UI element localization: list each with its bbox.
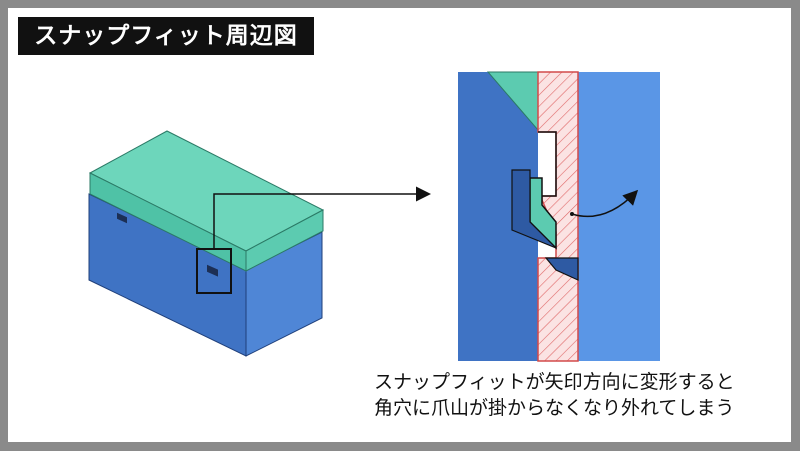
lid-right-band <box>245 209 324 272</box>
housing-box <box>88 130 325 357</box>
pivot-dot <box>570 212 574 216</box>
snap-arm-outline <box>538 131 557 197</box>
deformation-arrow <box>571 189 639 218</box>
hole-lower-edge <box>544 257 579 281</box>
slot-hole-highlighted <box>207 264 218 277</box>
page-title: スナップフィット周辺図 <box>18 17 314 55</box>
square-hole-cavity <box>511 169 557 249</box>
caption-line-1: スナップフィットが矢印方向に変形すると <box>374 371 735 393</box>
slot-hole-left <box>117 212 127 224</box>
leader-arrow <box>213 186 431 249</box>
cross-section-detail <box>458 71 660 362</box>
caption-line-2: 角穴に爪山が掛からなくなり外れてしまう <box>374 397 735 419</box>
caption: スナップフィットが矢印方向に変形すると 角穴に爪山が掛からなくなり外れてしまう <box>374 369 774 421</box>
